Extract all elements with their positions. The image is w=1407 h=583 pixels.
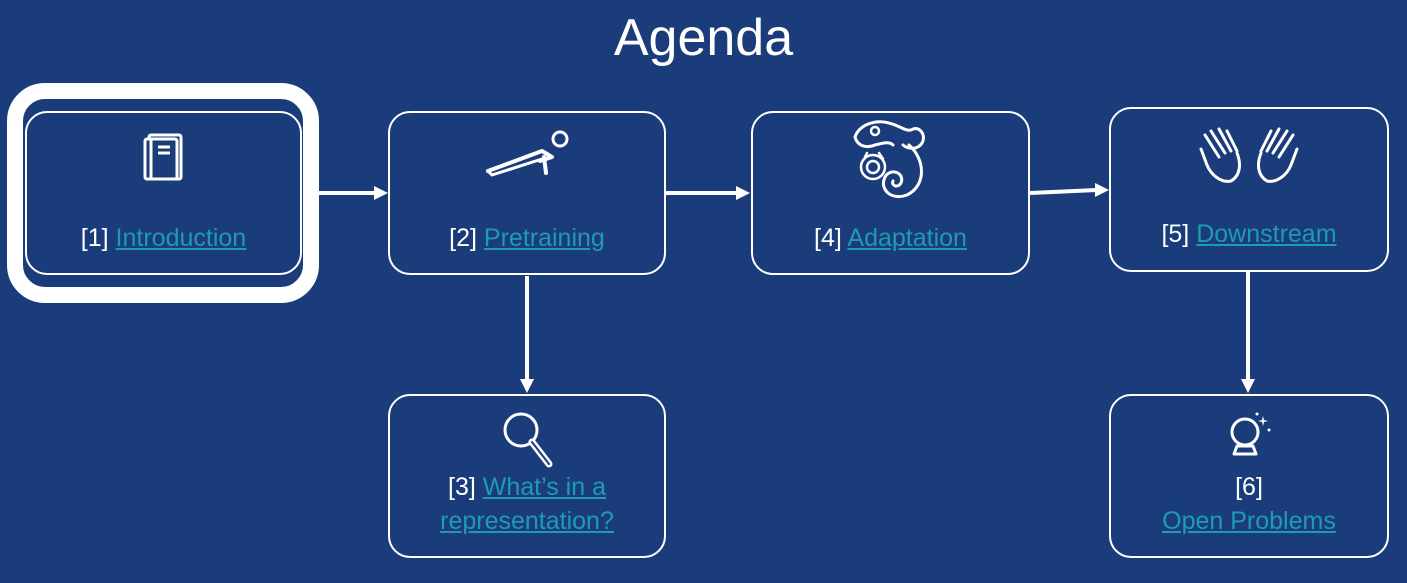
- downstream-link[interactable]: Downstream: [1196, 220, 1337, 248]
- node-representation[interactable]: [3] What’s in a representation?: [388, 394, 666, 558]
- adaptation-link[interactable]: Adaptation: [847, 224, 967, 252]
- representation-link-line2[interactable]: representation?: [440, 507, 614, 535]
- node-adaptation[interactable]: [4] Adaptation: [751, 111, 1030, 275]
- pushup-icon: [390, 129, 664, 181]
- node-number: [5]: [1161, 220, 1190, 248]
- node-number: [2]: [449, 224, 477, 252]
- agenda-title: Agenda: [613, 9, 794, 67]
- crystal-ball-icon: [1111, 412, 1387, 458]
- node-number: [4]: [814, 224, 842, 252]
- node-number: [3]: [448, 473, 476, 501]
- introduction-link[interactable]: Introduction: [115, 224, 247, 252]
- node-downstream[interactable]: [5] Downstream: [1109, 107, 1389, 272]
- edge-5-6: [1241, 272, 1255, 393]
- current-section-highlight: [7, 83, 319, 303]
- edge-1-2: [319, 186, 388, 200]
- edge-4-5: [1029, 183, 1109, 197]
- node-number: [6]: [1235, 473, 1263, 501]
- pretraining-link[interactable]: Pretraining: [483, 224, 605, 252]
- open-problems-link[interactable]: Open Problems: [1162, 507, 1336, 535]
- hands-icon: [1111, 125, 1387, 185]
- magnifier-icon: [390, 408, 664, 472]
- edge-2-3: [520, 276, 534, 393]
- representation-link-line1[interactable]: What’s in a: [482, 473, 606, 501]
- node-open-problems[interactable]: [6] Open Problems: [1109, 394, 1389, 558]
- node-pretraining[interactable]: [2] Pretraining: [388, 111, 666, 275]
- chameleon-icon: [753, 115, 1028, 201]
- node-introduction[interactable]: [1] Introduction: [25, 111, 302, 275]
- book-icon: [27, 131, 300, 183]
- node-number: [1]: [80, 224, 109, 252]
- edge-2-4: [666, 186, 750, 200]
